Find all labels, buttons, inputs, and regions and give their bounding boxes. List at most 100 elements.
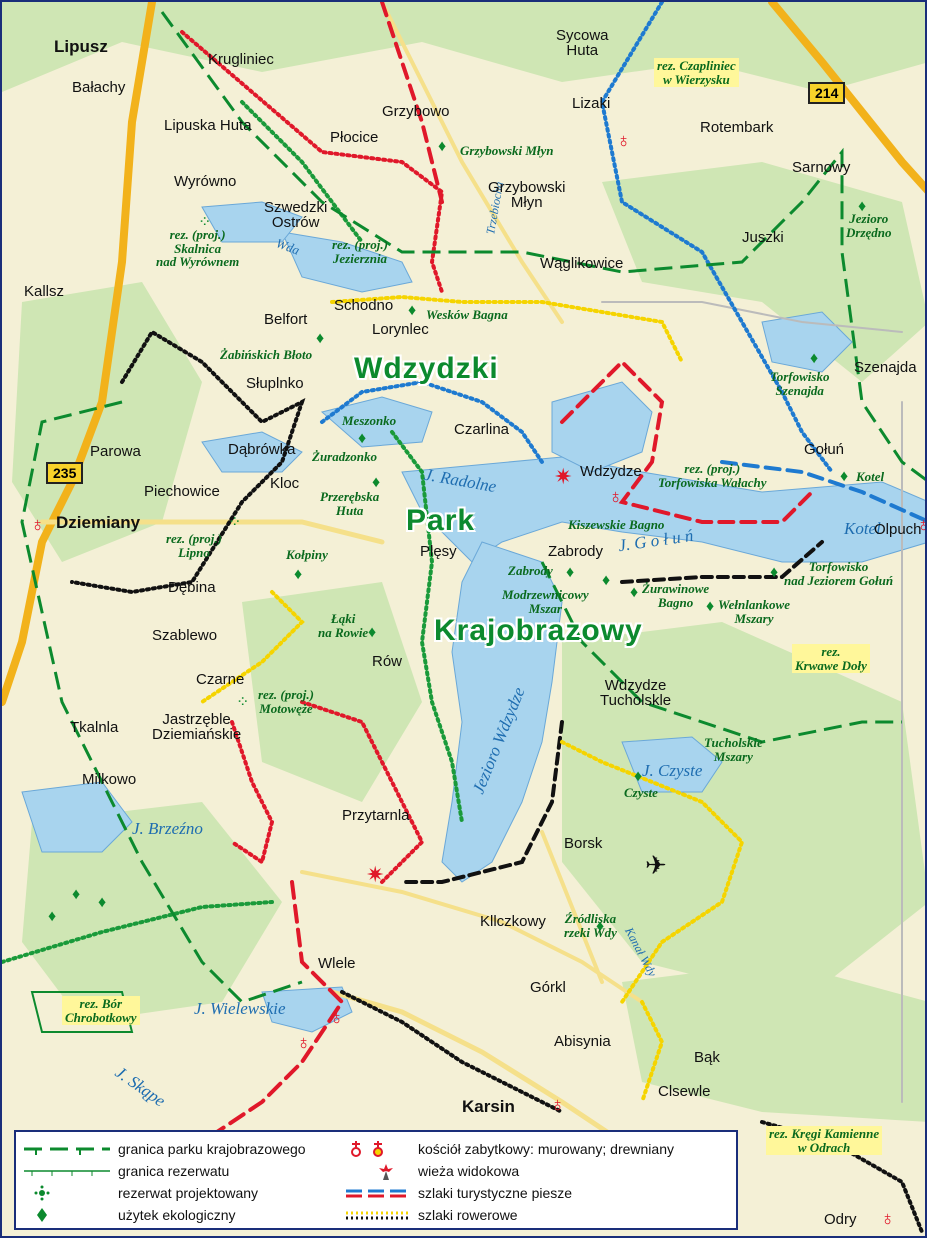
eco-site-icon: ♦ <box>438 138 447 155</box>
place-label: Wąglikowice <box>540 255 624 272</box>
eco-site-icon: ♦ <box>48 908 57 925</box>
place-label: Szablewo <box>152 627 218 644</box>
road-number-235: 235 <box>46 462 84 484</box>
reserve-label: Czyste <box>624 785 658 800</box>
place-label: Rów <box>372 653 403 670</box>
place-label: Zabrody <box>548 543 604 560</box>
place-label: Kloc <box>270 475 300 492</box>
place-label: Przytarnla <box>342 807 410 824</box>
road-number-214: 214 <box>808 82 846 104</box>
reserve-label: Wesków Bagna <box>426 307 508 322</box>
eco-site-icon: ♦ <box>98 894 107 911</box>
place-label: Grzybowski Młyn <box>488 179 566 211</box>
park-border <box>160 11 925 481</box>
proj-reserve-icon: ⁘ <box>236 694 250 711</box>
legend-item-cycling: szlaki rowerowe <box>346 1207 518 1223</box>
reserve-label: Kiszewskie Bagno <box>568 517 665 532</box>
place-label: Juszki <box>742 229 784 246</box>
church-icon: ♁ <box>616 130 631 152</box>
park-label-word-1: Wdzydzki <box>354 352 499 385</box>
reserve-label: rez. (proj.) Motowęże <box>258 687 314 716</box>
place-label: Tkalnla <box>70 719 119 736</box>
place-label: Odry <box>824 1211 857 1228</box>
eco-site-icon: ♦ <box>596 918 605 935</box>
legend-item-tower: wieża widokowa <box>342 1162 519 1180</box>
place-label: Abisynia <box>554 1033 611 1050</box>
place-label: Plęsy <box>420 543 457 560</box>
eco-site-icon: ♦ <box>634 768 643 785</box>
water-label: J. Czyste <box>642 761 703 780</box>
map-legend: granica parku krajobrazowego granica rez… <box>14 1130 738 1230</box>
reserve-label: rez. Czapliniec w Wierzysku <box>654 58 739 88</box>
reserve-label: Wełnlankowe Mszary <box>718 597 790 626</box>
reserve-label: rez. (proj.) Jezierznia <box>332 237 388 266</box>
eco-site-icon: ♦ <box>706 598 715 615</box>
legend-item-park-border: granica parku krajobrazowego <box>22 1140 306 1158</box>
place-label: Dębina <box>168 579 216 596</box>
place-label: Rotembark <box>700 119 774 136</box>
eco-site-icon: ♦ <box>810 350 819 367</box>
place-label: Wlele <box>318 955 356 972</box>
eco-site-icon: ♦ <box>372 474 381 491</box>
place-label: Sycowa Huta <box>556 27 609 59</box>
proj-reserve-icon: ⁘ <box>198 214 212 231</box>
place-label: Grzybowo <box>382 103 450 120</box>
reserve-label: Żuradzonko <box>312 449 378 464</box>
place-label: Lipuska Huta <box>164 117 252 134</box>
place-label: Szenajda <box>854 359 917 376</box>
place-label: Słuplnko <box>246 375 304 392</box>
park-label-word-2: Park <box>406 504 476 537</box>
reserve-label: Torfowisko Szenajda <box>770 369 830 398</box>
place-label: Płocice <box>330 129 379 146</box>
place-label: Czarlina <box>454 421 510 438</box>
water-label: Kotel <box>844 519 881 538</box>
place-label: Czarne <box>196 671 245 688</box>
place-label: Krugliniec <box>208 51 274 68</box>
place-label: Olpuch <box>874 521 922 538</box>
place-label: Lorynlec <box>372 321 429 338</box>
eco-site-icon: ♦ <box>368 624 377 641</box>
reserve-label: Torfowisko nad Jeziorem Gołuń <box>784 559 894 588</box>
place-label: Schodno <box>334 297 394 314</box>
reserve-label: Jezioro Drzędno <box>846 211 892 240</box>
roads <box>2 2 925 1145</box>
place-label: Belfort <box>264 311 308 328</box>
church-icon: ♁ <box>30 514 45 536</box>
eco-site-icon: ♦ <box>770 564 779 581</box>
place-label: Borsk <box>564 835 603 852</box>
park-label-word-3: Krajobrazowy <box>434 614 643 647</box>
reserve-label: Zabrody <box>508 563 553 578</box>
eco-site-icon: ♦ <box>358 430 367 447</box>
church-icon: ♁ <box>550 1094 565 1116</box>
place-label: Kllczkowy <box>480 913 546 930</box>
place-label: Gołuń <box>804 441 845 458</box>
place-label: Piechowice <box>144 483 220 500</box>
reserve-label: rez. (proj.) Torfowiska Wałachy <box>658 461 767 490</box>
eco-site-icon: ♦ <box>294 566 303 583</box>
reserve-label: rez. Kręgi Kamienne w Odrach <box>766 1126 883 1156</box>
viewing-tower-icon: ✷ <box>554 464 573 489</box>
viewing-tower-icon: ✷ <box>366 862 385 887</box>
church-icon: ♁ <box>916 514 925 537</box>
reserve-label: Meszonko <box>342 413 397 428</box>
place-label: Milkowo <box>82 771 137 788</box>
place-label: Dąbrówka <box>228 441 296 458</box>
place-label: Bałachy <box>72 79 126 96</box>
eco-site-icon: ♦ <box>630 584 639 601</box>
reserve-label: Żabińskich Błoto <box>220 347 313 362</box>
place-label: Lipusz <box>54 37 108 56</box>
place-label: Karsin <box>462 1097 515 1116</box>
place-label: Sarnowy <box>792 159 851 176</box>
reserve-label: Kotel <box>856 469 885 484</box>
reserve-label: Grzybowski Młyn <box>460 143 554 158</box>
place-label: Jastrzęble Dziemiańskie <box>152 711 242 743</box>
legend-item-hiking: szlaki turystyczne piesze <box>346 1185 573 1201</box>
church-icon: ♁ <box>880 1208 895 1230</box>
reserve-label: Kołpiny <box>286 547 328 562</box>
place-label: Clsewle <box>658 1083 711 1100</box>
legend-item-proj-reserve: rezerwat projektowany <box>22 1184 258 1202</box>
place-label: Szwedzki Ostrów <box>264 199 328 231</box>
reserve-label: rez. Krwawe Doły <box>792 644 870 674</box>
